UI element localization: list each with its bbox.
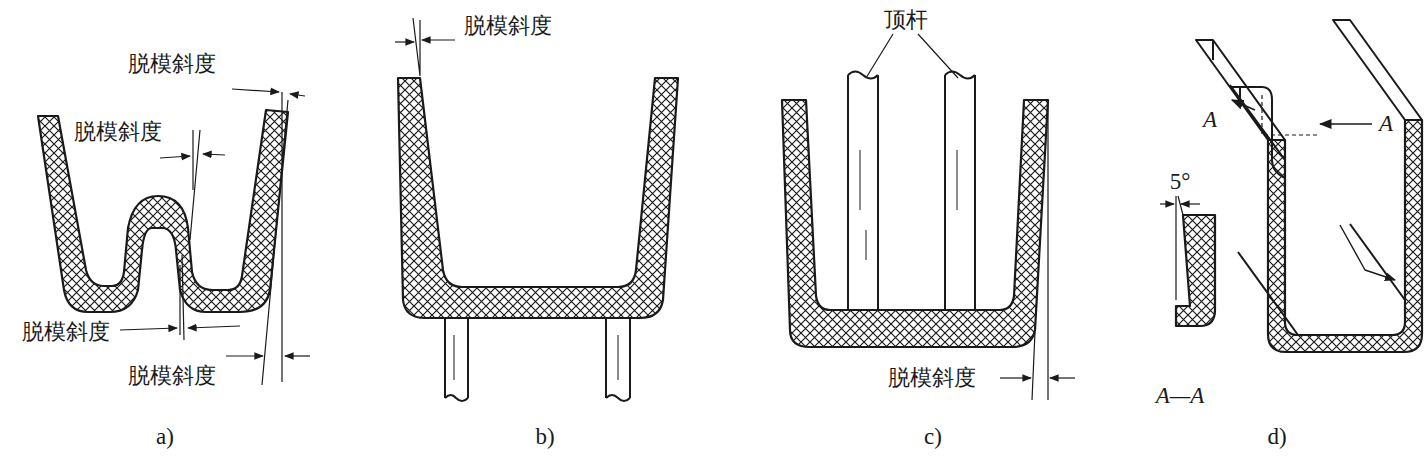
dimension-arrow: [395, 41, 414, 42]
draft-line: [1032, 102, 1048, 400]
dimension-arrow: [226, 355, 263, 356]
part-section-c: [782, 100, 1048, 347]
draft-line: [1176, 196, 1183, 300]
section-arrow: [1320, 123, 1372, 125]
figure-label: d): [1265, 424, 1288, 449]
draft-line: [180, 92, 288, 385]
leader-line: [866, 34, 958, 78]
dimension-arrow: [1000, 377, 1031, 378]
dimension-arrow: [120, 328, 177, 330]
section-arrow: [1232, 100, 1255, 110]
dimension-arrow: [1160, 203, 1174, 204]
draft-angle-label: 脱模斜度: [462, 14, 554, 38]
draft-angle-label: 脱模斜度: [126, 52, 218, 76]
part-section-b: [398, 78, 678, 318]
dimension-arrow: [232, 89, 279, 92]
floor-arrow: [1340, 225, 1395, 280]
angle-value: 5°: [1168, 169, 1193, 194]
draft-angle-label: 脱模斜度: [886, 366, 978, 390]
draft-angle-label: 脱模斜度: [126, 364, 218, 388]
channel-section: [1268, 120, 1422, 352]
notch: [1230, 87, 1285, 178]
section-mark: A: [1201, 107, 1219, 132]
section-aa: [1176, 215, 1215, 326]
draft-angle-label: 脱模斜度: [20, 320, 112, 344]
figure-label: c): [922, 424, 944, 449]
figure-label: b): [533, 424, 556, 449]
dimension-arrow: [160, 156, 190, 158]
draft-angle-label: 脱模斜度: [72, 120, 164, 144]
draft-line: [413, 18, 420, 76]
section-name: A—A: [1154, 383, 1207, 408]
ejector-pin: [848, 72, 878, 311]
part-name: 顶杆: [882, 8, 930, 32]
part-section-a: [38, 110, 288, 312]
figure-label: a): [154, 424, 176, 449]
ejector-pin: [945, 72, 975, 311]
section-mark: A: [1377, 111, 1395, 136]
ejector-rod: [445, 318, 468, 401]
channel-body: [1196, 20, 1422, 335]
